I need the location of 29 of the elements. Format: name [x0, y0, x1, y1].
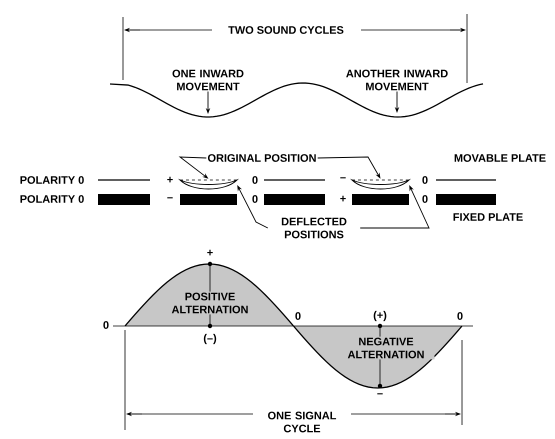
polarity-sign: (+) — [374, 310, 386, 322]
axis-label: 0 — [457, 312, 463, 320]
polarity-label: POLARITY 0 — [20, 176, 84, 184]
axis-label: 0 — [103, 321, 109, 329]
region-label: POSITIVE ALTERNATION — [162, 292, 258, 314]
polarity-sign: – — [167, 197, 173, 198]
polarity-sign: + — [167, 176, 173, 182]
polarity-sign: + — [340, 196, 346, 202]
polarity-sign: – — [340, 177, 346, 178]
polarity-sign: 0 — [252, 176, 258, 184]
polarity-sign: 0 — [422, 195, 428, 203]
callout-text: ORIGINAL POSITION — [208, 154, 316, 162]
region-label: NEGATIVE ALTERNATION — [338, 336, 434, 360]
polarity-sign: + — [207, 250, 213, 256]
dimension-label: TWO SOUND CYCLES — [228, 26, 344, 34]
part-label: MOVABLE PLATE — [454, 154, 546, 162]
polarity-sign: – — [377, 393, 383, 394]
polarity-sign: 0 — [422, 176, 428, 184]
callout-text: ANOTHER INWARD MOVEMENT — [346, 70, 448, 90]
polarity-label: POLARITY 0 — [20, 195, 84, 203]
callout-text: ONE INWARD MOVEMENT — [172, 70, 244, 90]
dimension-label: ONE SIGNAL CYCLE — [268, 412, 336, 432]
axis-label: 0 — [295, 312, 301, 320]
polarity-sign: (–) — [204, 334, 216, 344]
polarity-sign: 0 — [252, 195, 258, 203]
deflected-plate — [180, 180, 238, 190]
deflected-plate — [352, 180, 410, 190]
part-label: FIXED PLATE — [454, 213, 523, 221]
callout-text: DEFLECTED POSITIONS — [282, 218, 346, 238]
